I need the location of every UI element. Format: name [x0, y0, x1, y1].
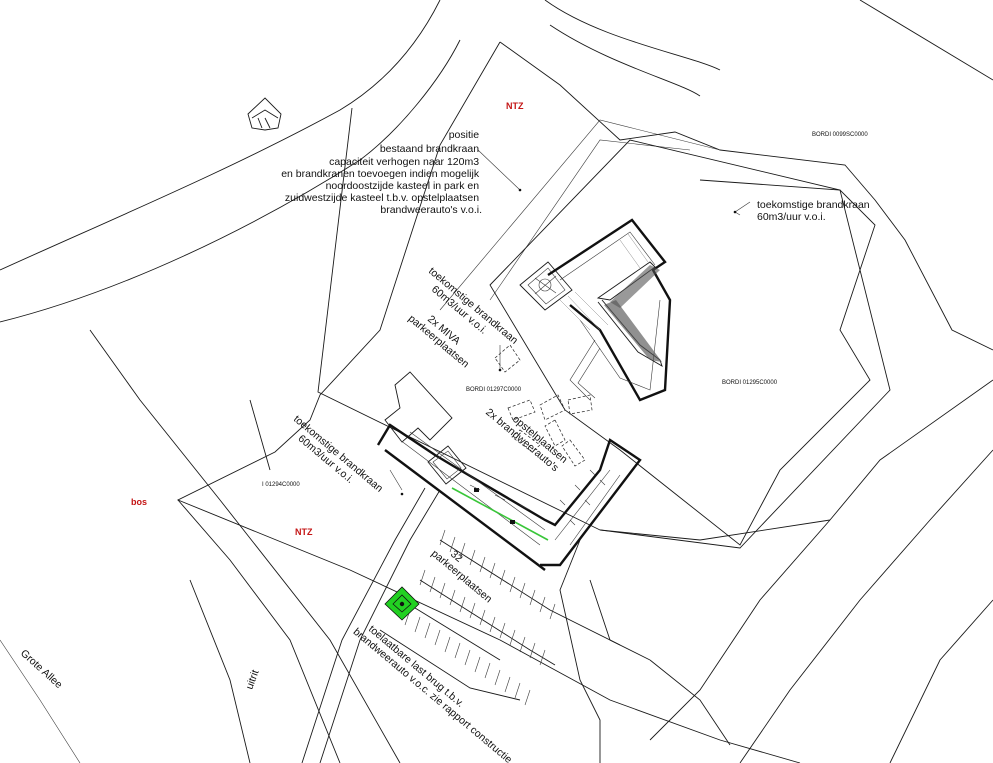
note-line: 60m3/uur v.o.i.	[757, 211, 826, 223]
hydrant-symbol	[384, 586, 420, 621]
note-line: zuidwestzijde kasteel t.b.v. opstelplaat…	[285, 192, 479, 204]
note-line: bestaand brandkraan	[380, 143, 479, 155]
note-line: capaciteit verhogen naar 120m3	[329, 156, 479, 168]
future-hydrant-west-note: toekomstige brandkraan 60m3/uur v.o.i.	[283, 413, 387, 506]
parking-area	[379, 529, 621, 706]
lower-lines	[559, 379, 993, 763]
note-line: en brandkranen toevoegen indien mogelijk	[281, 168, 480, 180]
existing-hydrant-note: positie bestaand brandkraan capaciteit v…	[281, 129, 482, 216]
zone-ntz-top: NTZ	[506, 101, 524, 111]
note-line: toekomstige brandkraan	[291, 413, 385, 495]
note-line: brandweerauto's v.o.i.	[380, 204, 482, 216]
leader-lines	[389, 149, 751, 496]
note-line: brandweerauto v.o.c. zie rapport constru…	[351, 626, 515, 763]
north-arrow-icon	[247, 97, 282, 131]
zone-bos: bos	[131, 497, 147, 507]
note-line: toelaatbare last brug t.b.v.	[366, 623, 466, 710]
code-label: BORDI 01297C0000	[466, 387, 522, 393]
site-boundary	[176, 41, 993, 763]
street-uitrit: uitrit	[244, 668, 262, 691]
code-label: BORDI 01295C0000	[722, 380, 778, 386]
code-label: I 01294C0000	[262, 482, 300, 488]
park-block	[489, 139, 876, 546]
parking-note: 32 parkeerplaatsen	[429, 538, 502, 605]
note-line: noordoostzijde kasteel in park en	[326, 180, 480, 192]
west-lines	[0, 329, 441, 763]
code-label: BORDI 0099SC0000	[812, 132, 868, 138]
street-grote-allee: Grote Allee	[18, 647, 65, 691]
road-lines	[0, 0, 993, 323]
note-line: toekomstige brandkraan	[757, 199, 870, 211]
castle-west	[376, 371, 642, 571]
opstelplaatsen-note: opstelplaatsen 2x brandweerauto's	[483, 397, 572, 477]
castle-east	[519, 218, 672, 402]
future-hydrant-east-note: toekomstige brandkraan 60m3/uur v.o.i.	[757, 199, 873, 223]
zone-ntz-bottom: NTZ	[295, 527, 313, 537]
fire-truck-spots	[494, 344, 593, 467]
note-line: positie	[449, 129, 480, 141]
